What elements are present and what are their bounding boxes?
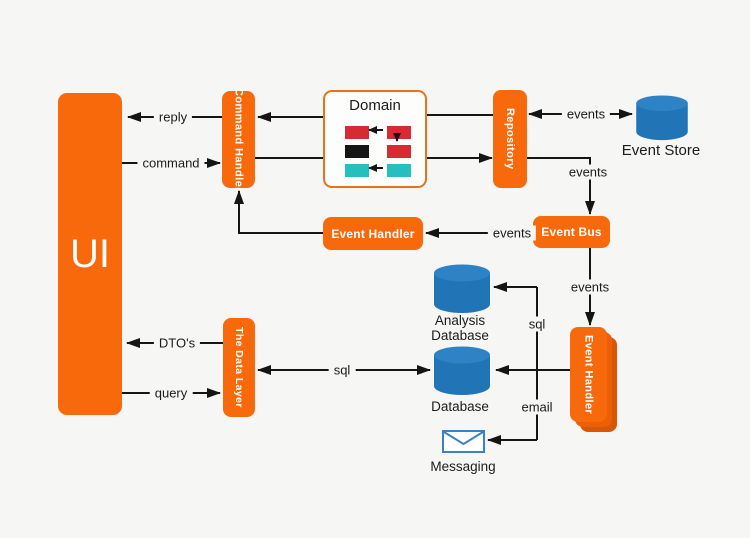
edge-label-events-bus: events — [563, 164, 613, 180]
command-handler-label: Command Handler — [232, 87, 245, 192]
edge-handler-to-command-handler — [234, 190, 323, 234]
edge-label-command: command — [137, 155, 205, 171]
repository-node: Repository — [493, 90, 527, 188]
domain-entity-block-red — [387, 145, 411, 158]
domain-title: Domain — [349, 97, 401, 114]
envelope-flap — [443, 431, 484, 446]
database-label: Database — [431, 399, 489, 414]
event-handler-label: Event Handler — [331, 226, 415, 241]
data-layer-label: The Data Layer — [233, 327, 245, 408]
stack-card-front: Event Handler — [570, 327, 607, 422]
event-store-label: Event Store — [621, 142, 701, 159]
domain-node: Domain — [323, 90, 427, 188]
edge-label-email: email — [516, 399, 558, 415]
cylinder-body — [434, 355, 490, 395]
database-cylinder-icon — [636, 95, 688, 141]
domain-entity-block-red — [345, 126, 369, 139]
cylinder-top — [434, 346, 490, 364]
database-cylinder-icon — [434, 346, 490, 395]
database-icon — [433, 346, 491, 401]
messaging-label: Messaging — [430, 459, 496, 474]
analysis-database-label-line2: Database — [431, 328, 489, 343]
database-cylinder-icon — [434, 264, 490, 313]
edge-label-events-store: events — [561, 106, 611, 122]
repository-label: Repository — [504, 108, 516, 170]
analysis-database-label-line1: Analysis — [434, 313, 486, 328]
cylinder-top — [434, 264, 490, 282]
cylinder-body — [434, 273, 490, 313]
envelope-icon — [442, 430, 485, 458]
domain-entity-block-teal — [387, 164, 411, 177]
cylinder-top — [636, 95, 688, 112]
domain-entity-block-black — [345, 145, 369, 158]
analysis-database-icon — [433, 264, 491, 319]
edge-label-sql-analysis: sql — [523, 316, 551, 332]
cylinder-body — [636, 103, 688, 141]
analysis-database-label: Analysis Database — [431, 313, 489, 343]
event-bus-label: Event Bus — [541, 225, 602, 239]
envelope-body — [442, 430, 485, 453]
ui-node: UI — [58, 93, 122, 415]
edge-label-dtos: DTO's — [153, 335, 201, 351]
edge-label-events-handler: events — [487, 225, 537, 241]
data-layer-node: The Data Layer — [223, 318, 255, 417]
domain-entity-block-red — [387, 126, 411, 139]
envelope-icon-svg — [442, 430, 485, 453]
event-store-icon — [634, 95, 690, 146]
edge-label-query: query — [149, 385, 193, 401]
edge-label-reply: reply — [153, 109, 193, 125]
edge-label-sql-datalayer: sql — [328, 362, 356, 378]
event-handler-node: Event Handler — [323, 217, 423, 250]
ui-label: UI — [70, 231, 110, 276]
edge-label-events-workers: events — [565, 279, 615, 295]
domain-entity-block-teal — [345, 164, 369, 177]
command-handler-node: Command Handler — [222, 88, 255, 191]
event-handler-workers-node: Event Handler — [570, 327, 618, 433]
event-bus-node: Event Bus — [533, 216, 610, 248]
event-handler-workers-label: Event Handler — [582, 334, 595, 415]
